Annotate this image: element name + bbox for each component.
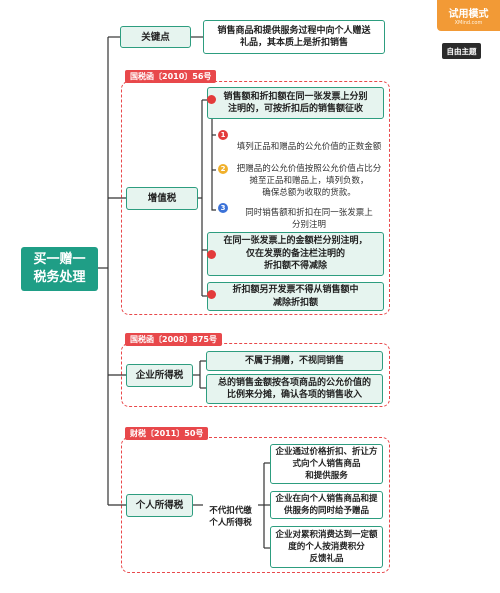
vat-item-3[interactable]: 折扣额另开发票不得从销售额中 减除折扣额 [207,282,384,311]
trial-mode-badge: 试用模式 XMind.com [437,0,500,31]
iit-item-1[interactable]: 企业通过价格折扣、折让方 式向个人销售商品 和提供服务 [270,444,383,484]
iit-label: 个人所得税 [135,500,184,511]
iit-item-1-text: 企业通过价格折扣、折让方 式向个人销售商品 和提供服务 [275,447,378,481]
free-topic-label: 自由主题 [446,46,477,56]
vat-sub-item-1-text: 填列正品和赠品的公允价值的正数金额 [236,142,382,152]
iit-policy-tag: 财税〔2011〕50号 [125,427,209,440]
number-3-label: 3 [220,204,226,212]
cit-policy-tag: 国税函〔2008〕875号 [125,333,222,346]
cit-label: 企业所得税 [135,370,184,381]
key-points-detail[interactable]: 销售商品和提供服务过程中向个人赠送 礼品，其本质上是折扣销售 [203,20,385,54]
iit-node[interactable]: 个人所得税 [126,494,193,517]
central-topic[interactable]: 买一赠一 税务处理 [21,247,98,291]
vat-node[interactable]: 增值税 [126,187,198,210]
red-dot-icon [207,95,216,104]
vat-sub-item-2: 把赠品的公允价值按照公允价值占比分 摊至正品和赠品上，填列负数， 确保总额为收取… [229,151,389,199]
cit-item-1[interactable]: 不属于捐赠，不视同销售 [206,351,383,371]
vat-item-1-text: 销售额和折扣额在同一张发票上分别 注明的，可按折扣后的销售额征收 [223,91,368,115]
vat-sub-item-2-text: 把赠品的公允价值按照公允价值占比分 摊至正品和赠品上，填列负数， 确保总额为收取… [236,164,382,198]
trial-site-label: XMind.com [454,20,483,26]
number-3-icon: 3 [218,203,228,213]
vat-item-1[interactable]: 销售额和折扣额在同一张发票上分别 注明的，可按折扣后的销售额征收 [207,87,384,119]
vat-item-2-text: 在同一张发票上的金额栏分别注明， 仅在发票的备注栏注明的 折扣额不得减除 [223,236,368,272]
vat-sub-item-3: 同时销售额和折扣在同一张发票上 分别注明 [229,195,389,231]
cit-policy-tag-text: 国税函〔2008〕875号 [130,335,217,344]
central-topic-label: 买一赠一 税务处理 [33,252,86,285]
cit-item-1-text: 不属于捐赠，不视同销售 [244,355,344,366]
cit-node[interactable]: 企业所得税 [126,364,193,387]
iit-policy-tag-text: 财税〔2011〕50号 [130,429,204,438]
iit-item-3-text: 企业对累积消费达到一定额 度的个人按消费积分 反馈礼品 [275,530,378,564]
number-1-label: 1 [220,131,226,139]
number-1-icon: 1 [218,130,228,140]
iit-group-frame [121,437,390,573]
number-2-icon: 2 [218,164,228,174]
free-topic-button[interactable]: 自由主题 [442,43,481,59]
vat-policy-tag: 国税函〔2010〕56号 [125,70,217,83]
iit-no-withholding[interactable]: 不代扣代缴 个人所得税 [203,493,258,529]
iit-item-3[interactable]: 企业对累积消费达到一定额 度的个人按消费积分 反馈礼品 [270,526,383,568]
vat-group-frame [121,81,390,315]
red-dot-icon [207,250,216,259]
vat-label: 增值税 [147,193,177,204]
vat-sub-item-3-text: 同时销售额和折扣在同一张发票上 分别注明 [245,208,373,230]
vat-sub-item-1: 填列正品和赠品的公允价值的正数金额 [229,129,389,153]
trial-mode-label: 试用模式 [448,9,489,20]
key-points-label: 关键点 [141,31,170,43]
number-2-label: 2 [220,165,226,173]
vat-item-2[interactable]: 在同一张发票上的金额栏分别注明， 仅在发票的备注栏注明的 折扣额不得减除 [207,232,384,276]
iit-no-withholding-text: 不代扣代缴 个人所得税 [209,506,252,528]
key-points-node[interactable]: 关键点 [120,26,191,48]
cit-item-2-text: 总的销售金额按各项商品的公允价值的 比例来分摊，确认各项的销售收入 [217,377,371,401]
vat-item-3-text: 折扣额另开发票不得从销售额中 减除折扣额 [232,285,359,308]
vat-policy-tag-text: 国税函〔2010〕56号 [130,72,212,81]
cit-item-2[interactable]: 总的销售金额按各项商品的公允价值的 比例来分摊，确认各项的销售收入 [206,374,383,404]
key-points-text: 销售商品和提供服务过程中向个人赠送 礼品，其本质上是折扣销售 [217,26,371,48]
cit-group-frame [121,343,390,407]
red-dot-icon [207,290,216,299]
iit-item-2[interactable]: 企业在向个人销售商品和提 供服务的同时给予赠品 [270,491,383,519]
iit-item-2-text: 企业在向个人销售商品和提 供服务的同时给予赠品 [275,494,378,516]
